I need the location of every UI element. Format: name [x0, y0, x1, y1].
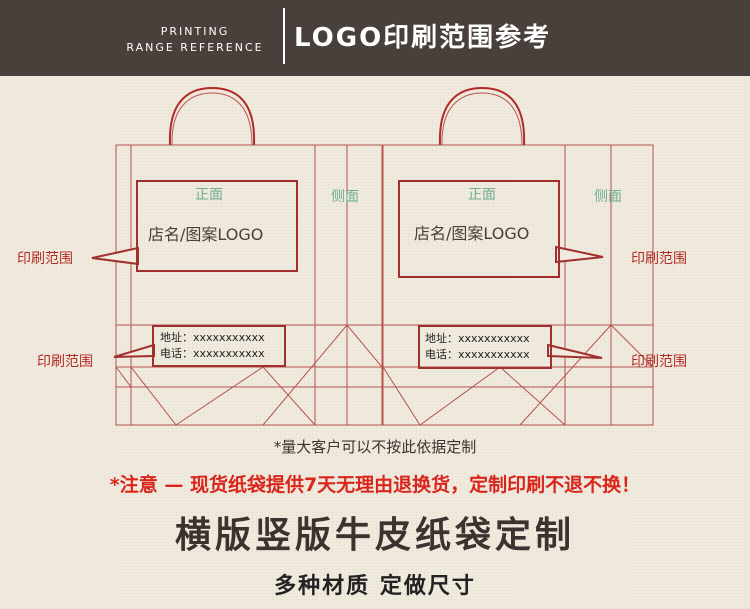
- header-en-line1: PRINTING: [160, 25, 230, 38]
- right-side-label: 侧面: [594, 189, 622, 205]
- right-phone: 电话：xxxxxxxxxxx: [425, 348, 530, 361]
- bulk-order-note: *量大客户可以不按此依据定制: [273, 438, 477, 456]
- left-bag-gusset: [262, 324, 383, 426]
- return-policy-warning: *注意 — 现货纸袋提供7天无理由退换货，定制印刷不退不换！: [109, 474, 641, 496]
- left-side-label: 侧面: [331, 189, 359, 205]
- left-front-label: 正面: [195, 187, 223, 203]
- left-bag-gusset: [130, 366, 316, 426]
- left-phone: 电话：xxxxxxxxxxx: [160, 347, 265, 360]
- print-range-label-right-bottom: 印刷范围: [631, 354, 687, 370]
- print-range-label-left-bottom: 印刷范围: [37, 354, 93, 370]
- left-bag-outline: [115, 144, 383, 426]
- header-bar: PRINTING RANGE REFERENCE LOGO印刷范围参考: [0, 0, 750, 76]
- right-bag-outline: [382, 144, 654, 426]
- callout-pointer: [555, 245, 604, 264]
- left-bag-handle: [171, 92, 253, 146]
- left-bag-handle: [168, 86, 256, 146]
- right-front-label: 正面: [468, 187, 496, 203]
- header-divider: [283, 8, 285, 64]
- right-bag-handle: [438, 86, 526, 146]
- header-en-line2: RANGE REFERENCE: [126, 41, 264, 54]
- left-contact-print-box: [152, 325, 286, 367]
- callout-pointer: [91, 246, 139, 266]
- left-bag-gusset: [115, 366, 132, 388]
- callout-pointer: [547, 343, 603, 359]
- sub-headline: 多种材质 定做尺寸: [274, 574, 476, 599]
- right-contact-print-box: [418, 325, 552, 369]
- right-logo-text: 店名/图案LOGO: [414, 224, 530, 243]
- print-range-label-right-top: 印刷范围: [631, 251, 687, 267]
- main-headline: 横版竖版牛皮纸袋定制: [174, 515, 575, 556]
- right-logo-print-box: [398, 180, 560, 278]
- callout-pointer: [113, 343, 155, 358]
- print-range-label-left-top: 印刷范围: [17, 251, 73, 267]
- left-logo-print-box: [136, 180, 298, 272]
- header-english-caption: PRINTING RANGE REFERENCE: [112, 24, 278, 56]
- right-address: 地址：xxxxxxxxxxx: [425, 332, 530, 345]
- right-bag-handle: [441, 92, 523, 146]
- left-logo-text: 店名/图案LOGO: [148, 225, 264, 244]
- right-bag-gusset: [519, 324, 654, 426]
- left-address: 地址：xxxxxxxxxxx: [160, 331, 265, 344]
- header-title: LOGO印刷范围参考: [294, 23, 552, 53]
- right-bag-gusset: [382, 366, 566, 426]
